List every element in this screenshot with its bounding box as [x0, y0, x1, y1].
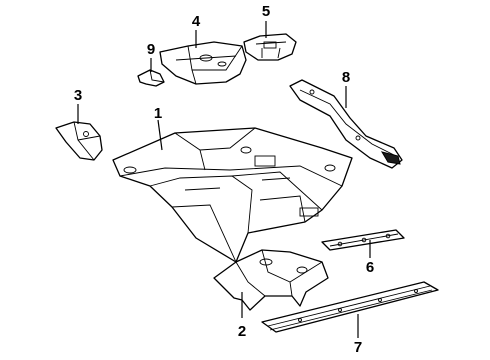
small-clip [137, 69, 165, 87]
floor-rail [321, 229, 405, 251]
floor-pan [112, 127, 353, 263]
callout-7: 7 [354, 339, 362, 356]
small-rear-panel [243, 33, 297, 61]
rocker-panel [261, 281, 439, 333]
callout-1: 1 [154, 105, 162, 122]
side-bracket [55, 121, 103, 161]
rear-floor-panel [159, 41, 247, 85]
callout-3: 3 [74, 87, 82, 104]
callout-2: 2 [238, 323, 246, 340]
leader-line-1 [157, 119, 163, 151]
callout-6: 6 [366, 259, 374, 276]
callout-5: 5 [262, 3, 270, 20]
callout-4: 4 [192, 13, 201, 30]
callout-8: 8 [342, 69, 350, 86]
callout-9: 9 [147, 41, 155, 58]
rear-side-member [289, 79, 403, 169]
